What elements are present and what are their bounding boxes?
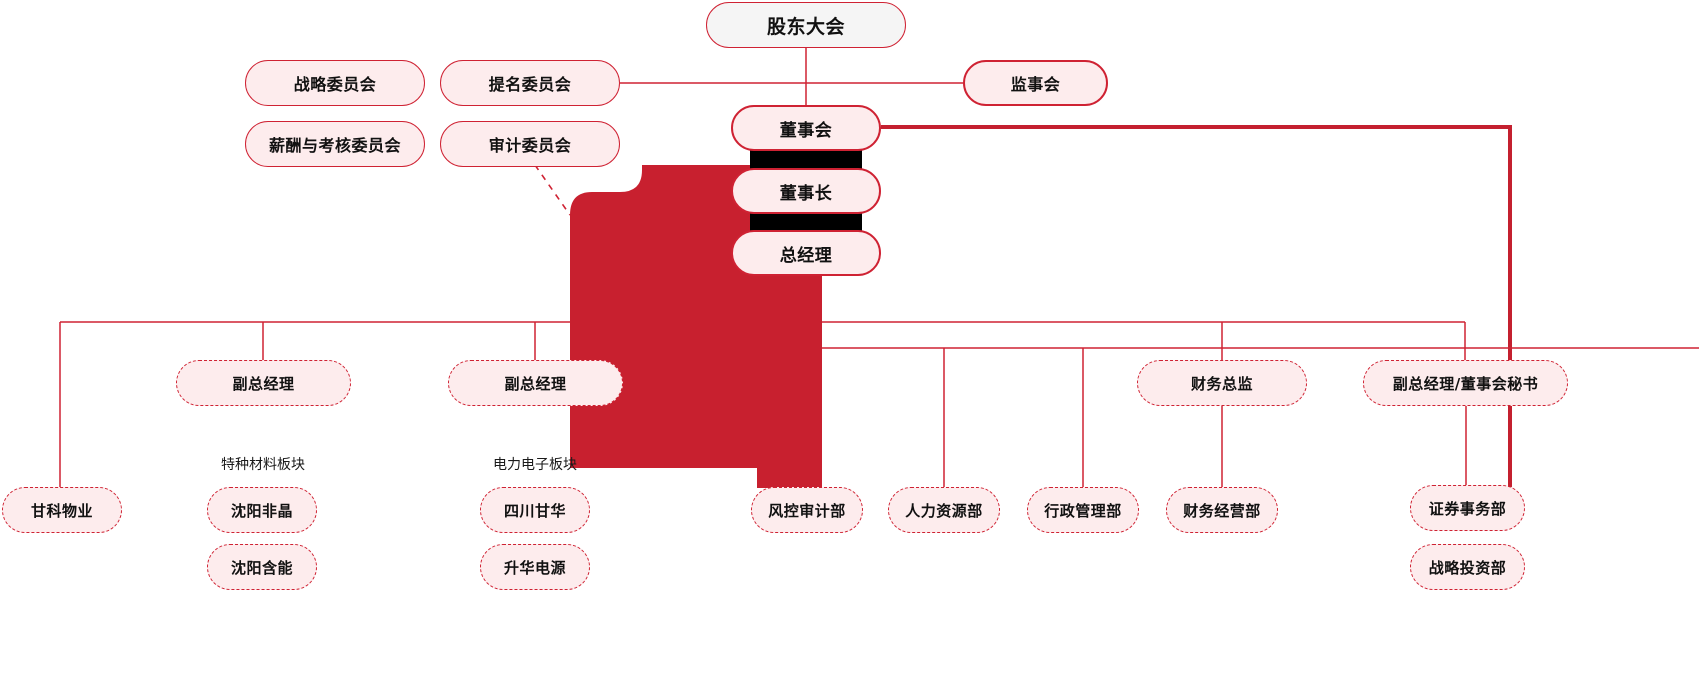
node-label: 沈阳含能 bbox=[230, 558, 293, 577]
black-block-chairman-gm bbox=[750, 210, 862, 232]
node-label: 薪酬与考核委员会 bbox=[268, 136, 401, 155]
caption-special-materials: 特种材料板块 bbox=[173, 454, 353, 474]
node-label: 副总经理 bbox=[504, 374, 567, 393]
node-label: 证券事务部 bbox=[1428, 499, 1507, 518]
node-label: 财务经营部 bbox=[1183, 501, 1261, 520]
node-chairman[interactable]: 董事长 bbox=[731, 168, 881, 214]
node-shareholders-meeting[interactable]: 股东大会 bbox=[706, 2, 906, 48]
node-vgm-board-secretary[interactable]: 副总经理/董事会秘书 bbox=[1363, 360, 1568, 406]
black-block-board-chairman bbox=[750, 148, 862, 170]
node-risk-audit[interactable]: 风控审计部 bbox=[751, 487, 863, 533]
node-label: 财务总监 bbox=[1190, 374, 1253, 393]
node-sichuan-ganhua[interactable]: 四川甘华 bbox=[480, 487, 590, 533]
node-administration[interactable]: 行政管理部 bbox=[1027, 487, 1139, 533]
node-label: 副总经理/董事会秘书 bbox=[1392, 374, 1539, 393]
node-label: 行政管理部 bbox=[1044, 501, 1122, 520]
node-shenyang-energetic[interactable]: 沈阳含能 bbox=[207, 544, 317, 590]
node-strategic-investment[interactable]: 战略投资部 bbox=[1410, 544, 1525, 590]
node-label: 战略投资部 bbox=[1428, 558, 1507, 577]
node-label: 监事会 bbox=[1010, 75, 1061, 94]
node-audit-committee[interactable]: 审计委员会 bbox=[440, 121, 620, 167]
node-label: 风控审计部 bbox=[768, 501, 846, 520]
node-label: 董事会 bbox=[779, 120, 833, 141]
node-human-resources[interactable]: 人力资源部 bbox=[888, 487, 1000, 533]
node-finance-operations[interactable]: 财务经营部 bbox=[1166, 487, 1278, 533]
node-label: 提名委员会 bbox=[488, 75, 572, 94]
node-label: 升华电源 bbox=[503, 558, 566, 577]
caption-label: 特种材料板块 bbox=[221, 457, 305, 473]
node-shenyang-amorphous[interactable]: 沈阳非晶 bbox=[207, 487, 317, 533]
node-supervisory-board[interactable]: 监事会 bbox=[963, 60, 1108, 106]
wire-board-to-risk-audit bbox=[881, 125, 1512, 490]
node-strategy-committee[interactable]: 战略委员会 bbox=[245, 60, 425, 106]
node-board-of-directors[interactable]: 董事会 bbox=[731, 105, 881, 151]
node-label: 副总经理 bbox=[232, 374, 295, 393]
caption-power-electronics: 电力电子板块 bbox=[445, 454, 625, 474]
node-label: 股东大会 bbox=[766, 15, 845, 38]
node-label: 董事长 bbox=[779, 183, 833, 204]
node-label: 战略委员会 bbox=[293, 75, 377, 94]
node-securities-affairs[interactable]: 证券事务部 bbox=[1410, 485, 1525, 531]
node-general-manager[interactable]: 总经理 bbox=[731, 230, 881, 276]
node-label: 甘科物业 bbox=[30, 501, 93, 520]
node-label: 四川甘华 bbox=[503, 501, 566, 520]
caption-label: 电力电子板块 bbox=[493, 457, 577, 473]
node-vgm-power-electronics[interactable]: 副总经理 bbox=[448, 360, 623, 406]
wire-audit-committee-leader bbox=[534, 164, 571, 216]
node-label: 人力资源部 bbox=[905, 501, 983, 520]
node-label: 沈阳非晶 bbox=[230, 501, 293, 520]
node-shenghua-power[interactable]: 升华电源 bbox=[480, 544, 590, 590]
node-compensation-committee[interactable]: 薪酬与考核委员会 bbox=[245, 121, 425, 167]
node-label: 审计委员会 bbox=[488, 136, 572, 155]
node-cfo[interactable]: 财务总监 bbox=[1137, 360, 1307, 406]
node-nomination-committee[interactable]: 提名委员会 bbox=[440, 60, 620, 106]
node-property[interactable]: 甘科物业 bbox=[2, 487, 122, 533]
node-vgm-special-materials[interactable]: 副总经理 bbox=[176, 360, 351, 406]
node-label: 总经理 bbox=[779, 245, 833, 266]
